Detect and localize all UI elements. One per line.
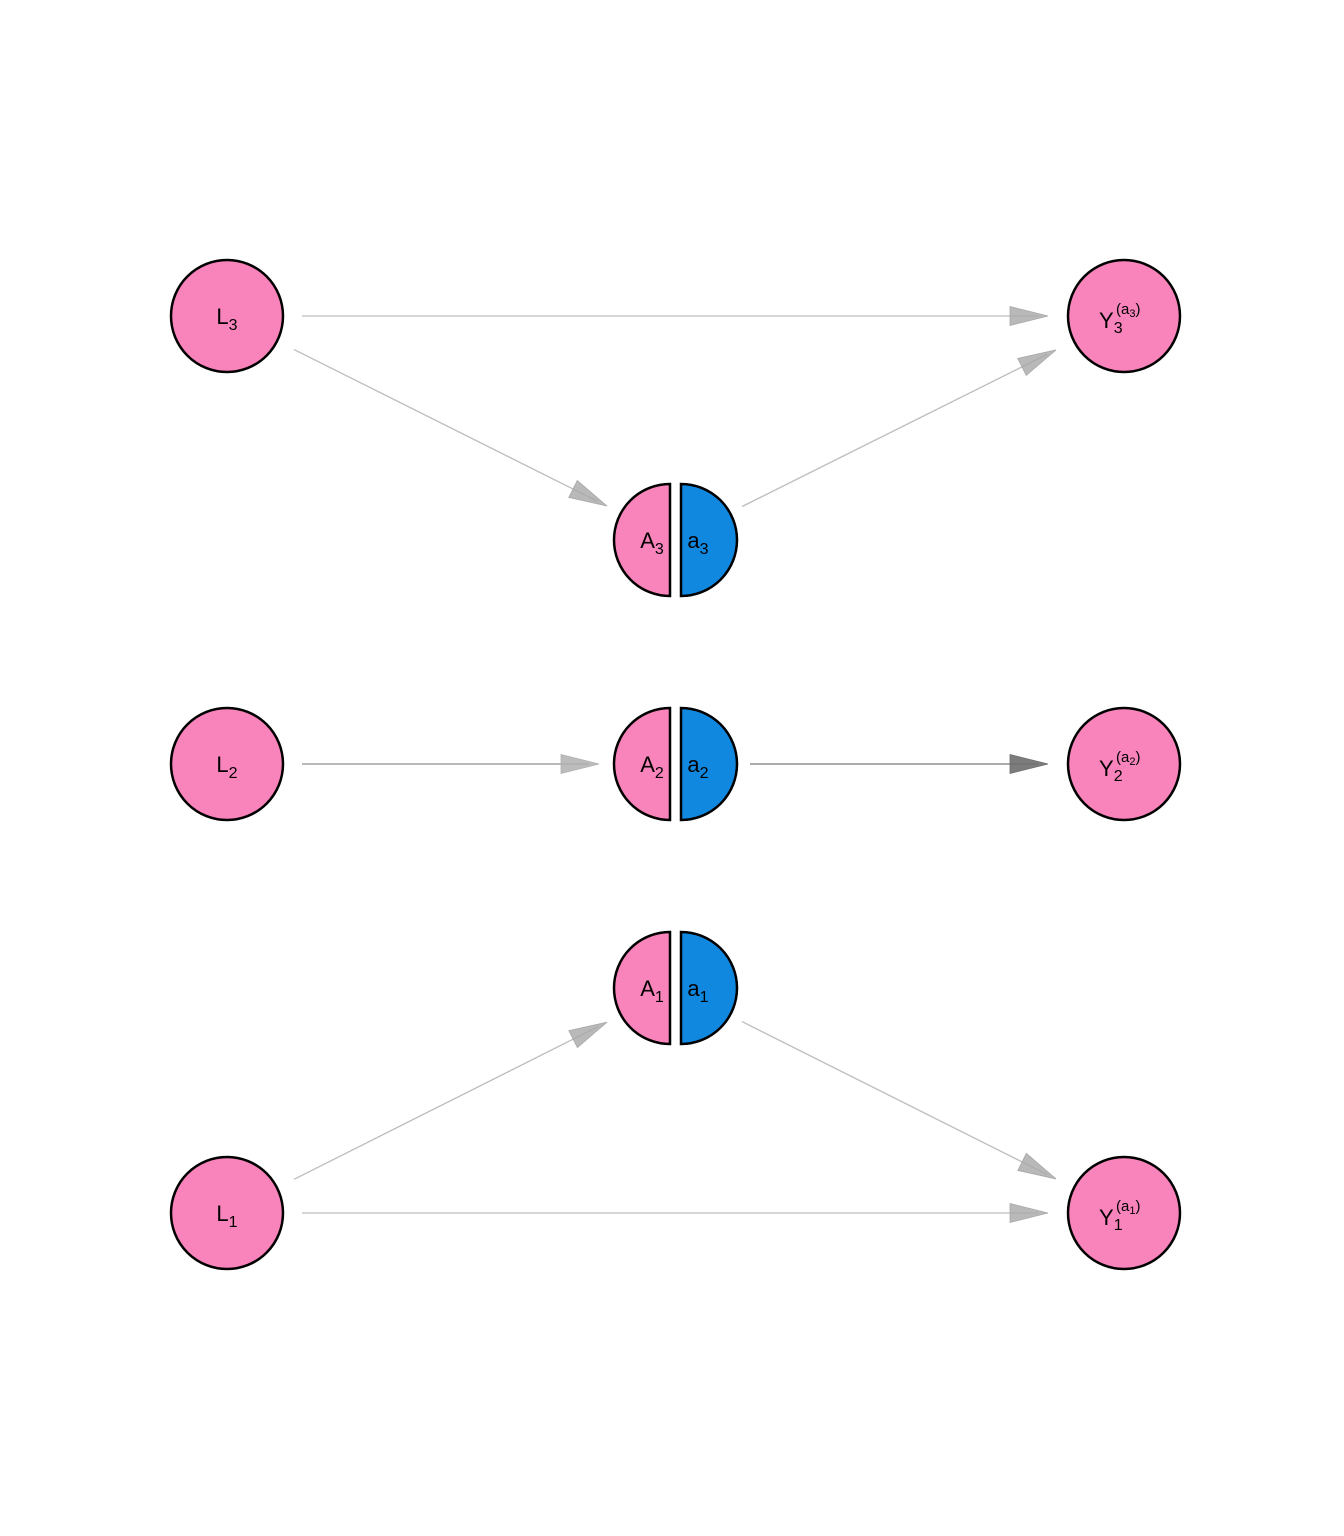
arrowhead [568, 1021, 608, 1049]
node-a2-label: a [687, 752, 700, 777]
node-Y2-subscript: 2 [1114, 768, 1123, 785]
node-a2-subscript: 2 [700, 765, 709, 782]
node-L3[interactable]: L3 [169, 258, 285, 374]
svg-text:A3: A3 [640, 528, 664, 558]
node-Y1[interactable]: Y1 (a1) [1066, 1155, 1182, 1271]
node-L2-subscript: 2 [229, 765, 238, 782]
node-Y1-superscript: a [1121, 1198, 1130, 1215]
svg-text:(a3): (a3) [1116, 301, 1140, 320]
node-Y1-sup-open: ( [1116, 1198, 1121, 1215]
node-A1-label: A [640, 976, 655, 1001]
edges-layer [293, 305, 1057, 1224]
node-Y3-subscript: 3 [1114, 320, 1123, 337]
svg-text:L1: L1 [216, 1201, 237, 1231]
node-Y3-label: Y [1099, 308, 1114, 333]
arrowhead [1017, 349, 1057, 377]
svg-text:(a1): (a1) [1116, 1198, 1140, 1217]
node-a1-label: a [687, 976, 700, 1001]
arrowhead [1017, 1152, 1057, 1180]
node-Y3-superscript-sub: 3 [1129, 308, 1135, 320]
node-L3-subscript: 3 [229, 317, 238, 334]
node-A3-label: A [640, 528, 655, 553]
edge-L3-to-A3 [293, 348, 608, 507]
node-a3-label: a [687, 528, 700, 553]
node-Y1-superscript-sub: 1 [1129, 1205, 1135, 1217]
edge-A1-to-Y1 [741, 1021, 1057, 1180]
node-Y2[interactable]: Y2 (a2) [1066, 706, 1182, 822]
node-Y3[interactable]: Y3 (a3) [1066, 258, 1182, 374]
arrowhead [560, 753, 600, 775]
node-L1[interactable]: L1 [169, 1155, 285, 1271]
svg-text:Y1: Y1 [1099, 1205, 1123, 1234]
edge-L2-to-A2 [302, 753, 600, 775]
node-A1-subscript: 1 [655, 989, 664, 1006]
node-A2-subscript: 2 [655, 765, 664, 782]
svg-text:Y3: Y3 [1099, 308, 1123, 337]
node-Y3-superscript: a [1121, 301, 1130, 318]
node-Y1-subscript: 1 [1114, 1217, 1123, 1234]
node-Y1-label: Y [1099, 1205, 1114, 1230]
node-A1-split[interactable]: A1 a1 [612, 930, 739, 1046]
node-Y2-sup-close: ) [1135, 749, 1140, 766]
svg-text:a1: a1 [687, 976, 708, 1006]
svg-text:A1: A1 [640, 976, 664, 1006]
svg-text:a2: a2 [687, 752, 708, 782]
svg-text:Y2: Y2 [1099, 756, 1123, 785]
svg-text:L3: L3 [216, 304, 237, 334]
node-L1-label: L [216, 1201, 228, 1226]
node-Y3-sup-open: ( [1116, 301, 1121, 318]
node-a3-subscript: 3 [700, 541, 709, 558]
node-A2-label: A [640, 752, 655, 777]
node-Y2-label: Y [1099, 756, 1114, 781]
edge-L1-to-Y1 [302, 1202, 1049, 1224]
svg-text:L2: L2 [216, 752, 237, 782]
arrowhead [568, 479, 608, 507]
edge-L3-to-Y3 [302, 305, 1049, 327]
node-L2[interactable]: L2 [169, 706, 285, 822]
svg-text:A2: A2 [640, 752, 664, 782]
svg-text:(a2): (a2) [1116, 749, 1140, 768]
node-Y2-superscript: a [1121, 749, 1130, 766]
node-A3-split[interactable]: A3 a3 [612, 482, 739, 598]
node-Y2-sup-open: ( [1116, 749, 1121, 766]
node-Y3-sup-close: ) [1135, 301, 1140, 318]
node-a1-subscript: 1 [700, 989, 709, 1006]
arrowhead [1009, 1202, 1049, 1224]
node-L2-label: L [216, 752, 228, 777]
node-A3-subscript: 3 [655, 541, 664, 558]
edge-L1-to-A1 [293, 1021, 608, 1180]
edge-A2-to-Y2 [750, 753, 1049, 775]
node-A2-split[interactable]: A2 a2 [612, 706, 739, 822]
edge-A3-to-Y3 [741, 349, 1057, 508]
svg-text:a3: a3 [687, 528, 708, 558]
node-L1-subscript: 1 [229, 1214, 238, 1231]
node-Y2-superscript-sub: 2 [1129, 756, 1135, 768]
arrowhead [1009, 305, 1049, 327]
node-L3-label: L [216, 304, 228, 329]
node-Y1-sup-close: ) [1135, 1198, 1140, 1215]
arrowhead [1009, 753, 1049, 775]
